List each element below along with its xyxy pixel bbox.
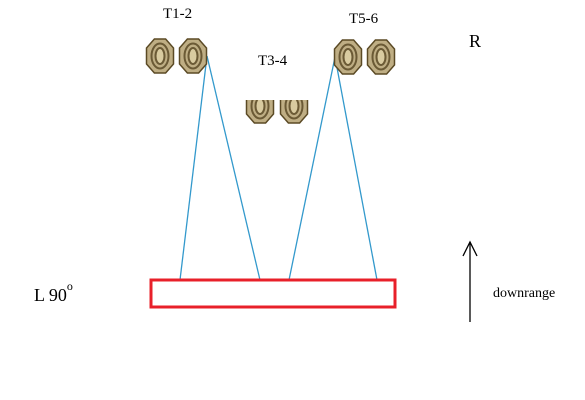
sight-line-t12-right — [206, 55, 261, 281]
degree-symbol: o — [66, 279, 73, 293]
target-t5-icon — [333, 39, 363, 75]
sight-line-t12-left — [179, 55, 208, 281]
target-t3-icon — [245, 100, 275, 124]
target-group-label-t5-6: T5-6 — [349, 11, 379, 27]
target-t4-icon — [279, 100, 309, 124]
target-group-label-t1-2: T1-2 — [163, 6, 193, 22]
target-t6-icon — [366, 39, 396, 75]
sight-line-t56-right — [334, 56, 378, 281]
target-t2-icon — [178, 38, 208, 74]
firing-line-box — [149, 278, 397, 309]
up-arrow-icon — [462, 240, 478, 322]
right-side-label: R — [469, 31, 482, 51]
left-angle-label: L 90o — [34, 280, 73, 305]
target-t1-icon — [145, 38, 175, 74]
sight-line-t56-left — [288, 56, 336, 281]
target-group-label-t3-4: T3-4 — [258, 53, 288, 69]
downrange-label: downrange — [493, 286, 556, 301]
left-angle-text: L 90 — [34, 285, 67, 305]
